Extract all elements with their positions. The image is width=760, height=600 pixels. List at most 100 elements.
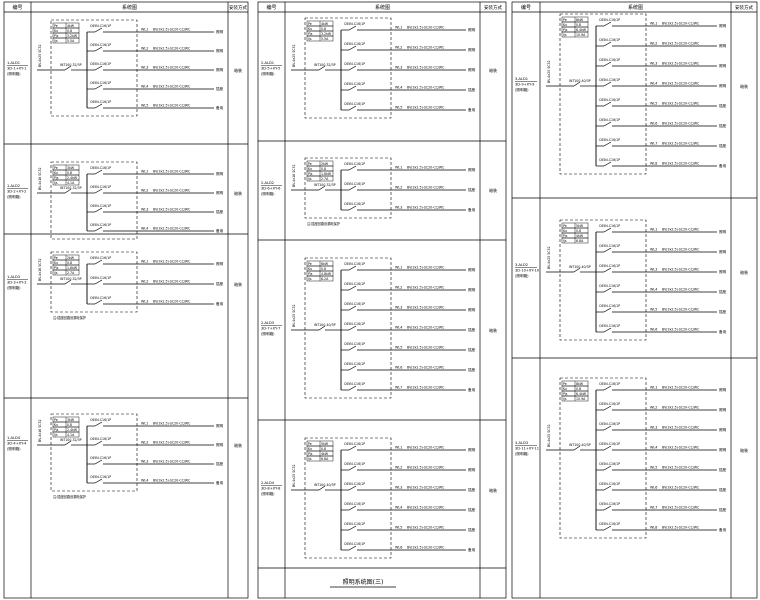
load-name: 照明	[719, 229, 727, 234]
cabinet-label-line: (照明箱)	[261, 331, 275, 336]
circuit-number: WL4	[650, 288, 657, 292]
circuit-number: WL2	[395, 466, 402, 470]
info-value: 0.8	[576, 23, 581, 27]
header-install-2: 安装方式	[484, 4, 502, 11]
branch-breaker-label: C65N-C16/1P	[344, 302, 365, 306]
info-key: Pe	[54, 24, 58, 28]
load-name: 备用	[468, 547, 476, 552]
load-name: 备用	[216, 301, 224, 306]
load-name: 备用	[468, 107, 476, 112]
branch-cable-label: BV(3x2.5)-SC20-CC/WC	[662, 506, 700, 510]
info-value: 10.9A	[576, 397, 586, 401]
circuit-number: WL1	[395, 266, 402, 270]
branch-cable-label: BV(3x2.5)-SC20-CC/WC	[662, 406, 700, 410]
branch-breaker-label: C65N-C16/1P	[344, 102, 365, 106]
info-value: 6.4kW	[576, 392, 587, 396]
main-breaker-contact	[64, 188, 72, 194]
branch-cable-label: BV(3x2.5)-SC20-CC/WC	[662, 228, 700, 232]
cabinet-label-line: (照明箱)	[515, 451, 529, 456]
cabinet-label-line: (照明箱)	[7, 446, 21, 451]
branch-breaker-contact	[348, 25, 357, 31]
main-breaker-contact	[573, 81, 581, 87]
branch-cable-label: BV(3x2.5)-SC20-CC/WC	[153, 85, 191, 89]
branch-breaker-contact	[94, 84, 103, 90]
load-name: 照明	[468, 447, 476, 452]
circuit-number: WL3	[395, 306, 402, 310]
circuit-number: WL6	[395, 366, 402, 370]
branch-breaker-label: C65N-C16/1P	[344, 362, 365, 366]
info-value: 4kW	[321, 452, 329, 456]
install-mode: 暗装	[489, 327, 497, 333]
circuit-number: WL2	[141, 47, 148, 51]
circuit-number: WL2	[650, 42, 657, 46]
branch-breaker-contact	[603, 287, 612, 293]
load-name: 备用	[719, 163, 727, 168]
branch-cable-label: BV(3x2.5)-SC20-CC/WC	[407, 86, 445, 90]
circuit-number: WL1	[141, 28, 148, 32]
branch-breaker-label: C65N-C16/1P	[599, 482, 620, 486]
cabinet-label-line: (照明箱)	[261, 71, 275, 76]
install-mode: 暗装	[489, 67, 497, 73]
info-key: Ijs	[563, 397, 567, 401]
circuit-number: WL3	[395, 66, 402, 70]
circuit-number: WL3	[141, 208, 148, 212]
branch-cable-label: BV(3x2.5)-SC20-CC/WC	[662, 526, 700, 530]
info-key: Ijs	[308, 37, 312, 41]
load-name: 插座	[719, 143, 727, 148]
info-key: Pe	[308, 262, 312, 266]
branch-cable-label: BV(3x2.5)-SC20-CC/WC	[407, 446, 445, 450]
main-breaker-contact	[318, 485, 326, 491]
load-name: 照明	[468, 47, 476, 52]
info-value: 2.7A	[321, 177, 329, 181]
branch-cable-label: BV(3x2.5)-SC20-CC/WC	[662, 22, 700, 26]
branch-breaker-label: C65N-C16/1P	[599, 118, 620, 122]
branch-breaker-label: C65N-C16/1P	[90, 256, 111, 260]
branch-breaker-label: C65N-C16/1P	[90, 166, 111, 170]
load-name: 照明	[216, 171, 224, 176]
info-value: 4.1A	[67, 181, 75, 185]
circuit-number: WL5	[395, 526, 402, 530]
info-value: 0.8	[67, 171, 72, 175]
branch-breaker-contact	[94, 259, 103, 265]
circuit-number: WL2	[395, 46, 402, 50]
branch-breaker-contact	[348, 325, 357, 331]
inlet-cable-label: BV-4x25 SC32	[292, 44, 296, 67]
branch-cable-label: BV(3x2.5)-SC20-CC/WC	[407, 186, 445, 190]
cabinet-label-line: 3-ALD1	[515, 77, 528, 81]
load-name: 照明	[719, 427, 727, 432]
branch-breaker-contact	[348, 265, 357, 271]
info-value: 8kW	[576, 18, 584, 22]
circuit-number: WL8	[650, 162, 657, 166]
info-key: Pe	[54, 418, 58, 422]
panel-note: 注:插座回路设漏电保护	[307, 221, 340, 226]
branch-breaker-contact	[348, 205, 357, 211]
circuit-number: WL6	[650, 328, 657, 332]
inlet-cable-label: BV-4x25 SC32	[547, 246, 551, 269]
main-breaker-label: INT100-32/3P	[60, 438, 82, 442]
branch-breaker-label: C65N-C16/1P	[599, 442, 620, 446]
circuit-number: WL2	[650, 406, 657, 410]
branch-breaker-label: C65N-C16/1P	[599, 304, 620, 308]
branch-breaker-contact	[603, 465, 612, 471]
branch-breaker-contact	[94, 226, 103, 232]
circuit-number: WL2	[141, 280, 148, 284]
inlet-cable-label: BV-4x25 SC32	[547, 424, 551, 447]
circuit-number: WL1	[141, 260, 148, 264]
info-key: Kx	[563, 229, 567, 233]
cabinet-label-line: 3D-9+XY-9	[515, 83, 535, 87]
header-system-3: 系统图	[628, 4, 643, 11]
cabinet-label-line: 3D-4+XY-4	[7, 442, 27, 446]
inlet-cable-label: BV-4x25 SC32	[38, 44, 42, 67]
branch-cable-label: BV(3x2.5)-SC20-CC/WC	[153, 441, 191, 445]
